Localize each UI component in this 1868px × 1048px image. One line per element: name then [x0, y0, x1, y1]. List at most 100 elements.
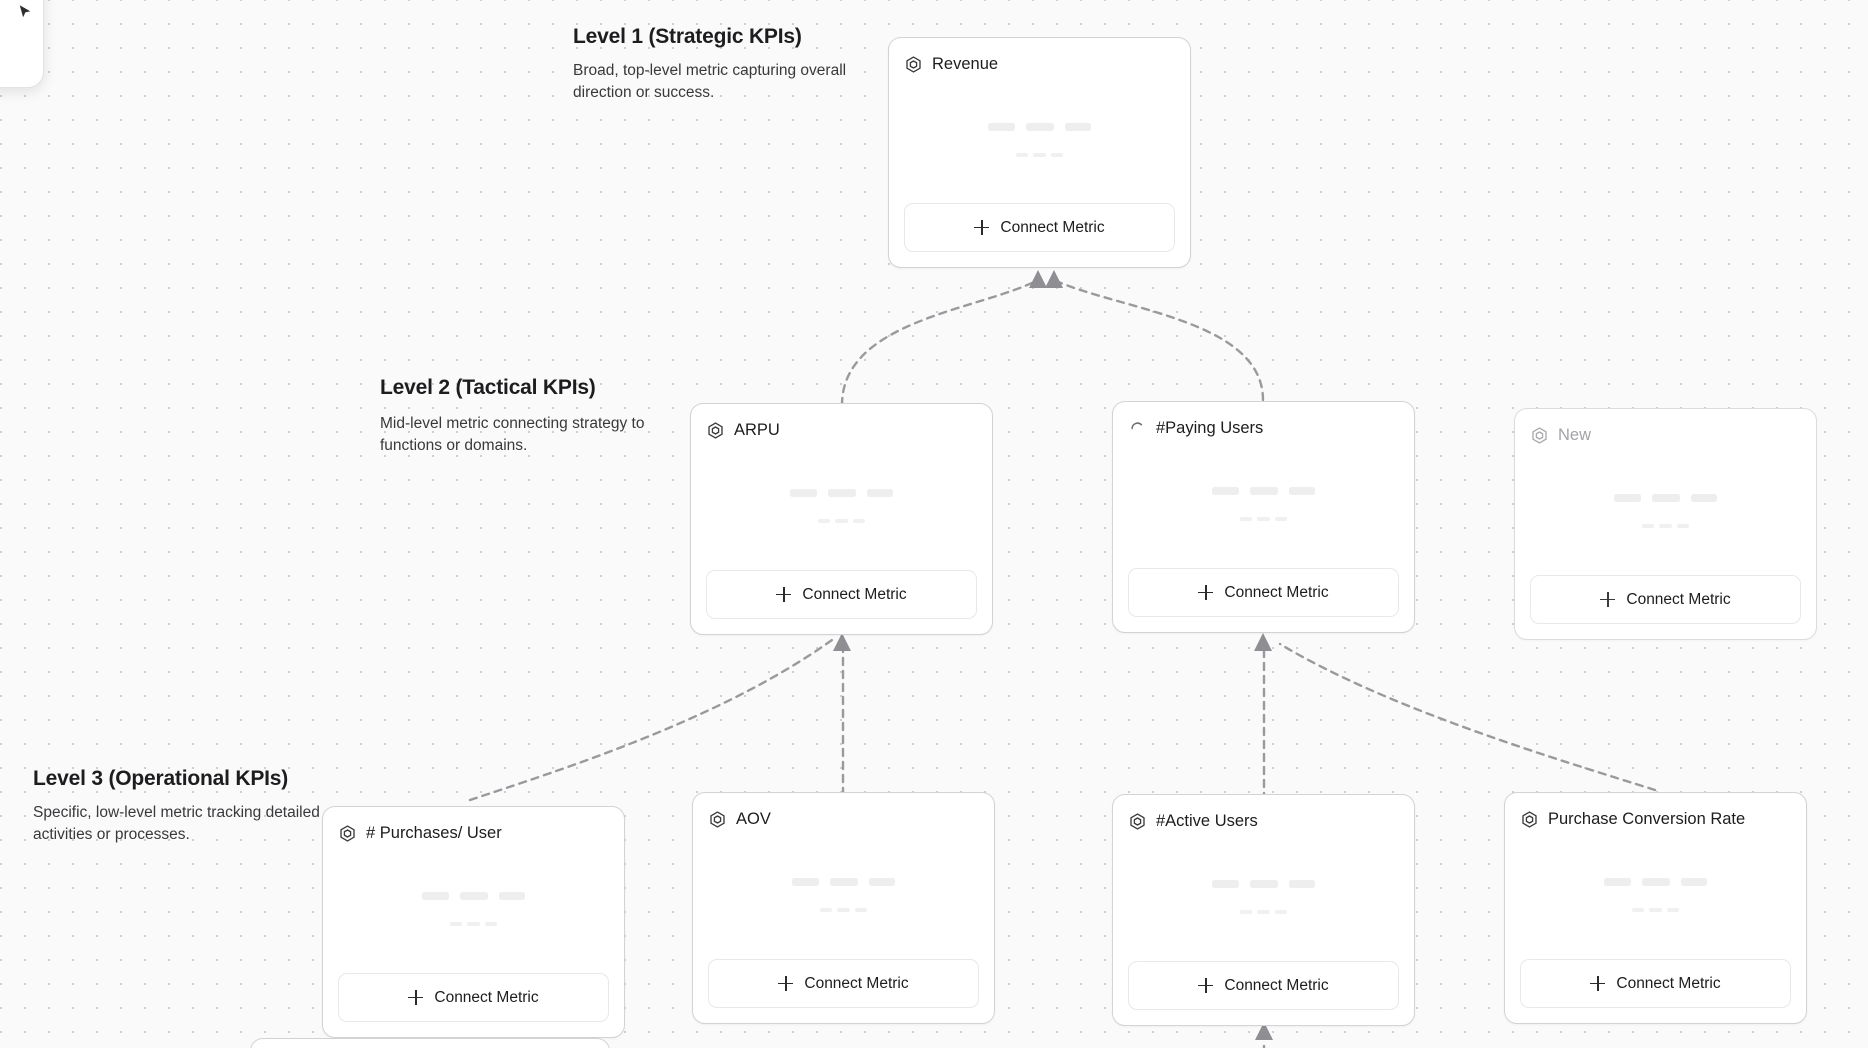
- level-1-label: Level 1 (Strategic KPIs) Broad, top-leve…: [573, 25, 873, 104]
- skeleton-bar: [867, 489, 893, 497]
- connect-metric-button[interactable]: Connect Metric: [1520, 959, 1791, 1008]
- level-2-description: Mid-level metric connecting strategy to …: [380, 415, 645, 454]
- plus-icon: [974, 220, 990, 235]
- arrowhead-arpu-a: [833, 633, 851, 651]
- spinner-icon: [1131, 421, 1143, 429]
- skeleton-bar: [1240, 517, 1252, 521]
- metric-card-partial-below[interactable]: [250, 1038, 610, 1048]
- skeleton-bar: [828, 489, 856, 497]
- hexagon-target-icon: [710, 810, 725, 828]
- skeleton-row-secondary: [1632, 908, 1679, 912]
- skeleton-row-secondary: [1240, 910, 1287, 914]
- card-title: # Purchases/ User: [366, 823, 502, 842]
- card-header: #Active Users: [1128, 809, 1399, 833]
- skeleton-row-secondary: [820, 908, 867, 912]
- card-header: Revenue: [904, 52, 1175, 76]
- card-placeholder-body: [708, 831, 979, 959]
- connect-metric-label: Connect Metric: [1224, 583, 1329, 601]
- skeleton-bar: [485, 922, 497, 926]
- edge-conversion-paying-users: [1278, 642, 1657, 792]
- card-title: Revenue: [932, 54, 999, 73]
- skeleton-bar: [853, 519, 865, 523]
- connect-metric-label: Connect Metric: [1224, 976, 1329, 994]
- metric-card-new[interactable]: New Connect Metric: [1514, 408, 1817, 640]
- skeleton-bar: [830, 878, 858, 886]
- connect-metric-label: Connect Metric: [434, 988, 539, 1006]
- skeleton-bar: [467, 922, 480, 926]
- level-1-title: Level 1 (Strategic KPIs): [573, 25, 802, 48]
- skeleton-bar: [855, 908, 867, 912]
- floating-toolbar-panel[interactable]: [0, 0, 44, 88]
- hexagon-target-icon: [1130, 812, 1145, 830]
- connect-metric-button[interactable]: Connect Metric: [706, 570, 977, 619]
- level-2-label: Level 2 (Tactical KPIs) Mid-level metric…: [380, 376, 680, 457]
- metric-card-purchases-per-user[interactable]: # Purchases/ User Connect Metric: [322, 806, 625, 1038]
- metric-card-paying-users[interactable]: #Paying Users Connect Metric: [1112, 401, 1415, 633]
- skeleton-bar: [1652, 494, 1680, 502]
- connect-metric-label: Connect Metric: [1000, 218, 1105, 236]
- skeleton-bar: [837, 908, 850, 912]
- arrowhead-paying-a: [1254, 633, 1272, 651]
- level-3-label: Level 3 (Operational KPIs) Specific, low…: [33, 767, 333, 846]
- hexagon-target-icon: [340, 824, 355, 842]
- hexagon-target-icon: [906, 55, 921, 73]
- card-header: #Paying Users: [1128, 416, 1399, 440]
- skeleton-bar: [1275, 910, 1287, 914]
- metric-card-revenue[interactable]: Revenue Connect Metric: [888, 37, 1191, 268]
- skeleton-bar: [790, 489, 817, 497]
- skeleton-bar: [1275, 517, 1287, 521]
- skeleton-row-secondary: [818, 519, 865, 523]
- plus-icon: [776, 587, 792, 602]
- connect-metric-button[interactable]: Connect Metric: [1128, 568, 1399, 617]
- skeleton-bar: [1677, 524, 1689, 528]
- skeleton-row-primary: [1212, 487, 1315, 495]
- skeleton-bar: [1642, 878, 1670, 886]
- plus-icon: [1198, 585, 1214, 600]
- level-2-title: Level 2 (Tactical KPIs): [380, 376, 596, 399]
- cursor-icon: [19, 5, 31, 18]
- skeleton-bar: [1667, 908, 1679, 912]
- metric-card-aov[interactable]: AOV Connect Metric: [692, 792, 995, 1024]
- connect-metric-button[interactable]: Connect Metric: [708, 959, 979, 1008]
- level-3-title: Level 3 (Operational KPIs): [33, 767, 289, 790]
- plus-icon: [1198, 978, 1214, 993]
- skeleton-bar: [1065, 122, 1091, 131]
- connect-metric-button[interactable]: Connect Metric: [1530, 575, 1801, 624]
- skeleton-row-secondary: [1642, 524, 1689, 528]
- skeleton-bar: [1681, 878, 1707, 886]
- skeleton-bar: [1257, 910, 1270, 914]
- edge-arpu-revenue: [840, 278, 1040, 407]
- card-header: ARPU: [706, 418, 977, 442]
- connect-metric-button[interactable]: Connect Metric: [338, 973, 609, 1022]
- skeleton-bar: [1649, 908, 1662, 912]
- skeleton-bar: [450, 922, 462, 926]
- metric-card-arpu[interactable]: ARPU Connect Metric: [690, 403, 993, 635]
- hexagon-target-icon: [1522, 810, 1537, 828]
- connect-metric-label: Connect Metric: [802, 585, 907, 603]
- level-1-description: Broad, top-level metric capturing overal…: [573, 62, 847, 101]
- skeleton-bar: [1289, 487, 1315, 495]
- card-title: #Active Users: [1156, 811, 1258, 830]
- card-placeholder-body: [706, 442, 977, 570]
- skeleton-bar: [1033, 152, 1046, 157]
- metric-card-purchase-conversion-rate[interactable]: Purchase Conversion Rate Connect Metric: [1504, 792, 1807, 1024]
- arrowhead-revenue-left: [1029, 270, 1047, 288]
- skeleton-bar: [792, 878, 819, 886]
- hexagon-target-icon: [708, 421, 723, 439]
- skeleton-bar: [1257, 517, 1270, 521]
- skeleton-bar: [1240, 910, 1252, 914]
- connect-metric-button[interactable]: Connect Metric: [904, 203, 1175, 252]
- metric-card-active-users[interactable]: #Active Users Connect Metric: [1112, 794, 1415, 1026]
- edge-paying-users-revenue: [1052, 278, 1265, 402]
- level-3-description: Specific, low-level metric tracking deta…: [33, 804, 320, 843]
- skeleton-row-primary: [422, 892, 525, 900]
- connect-metric-button[interactable]: Connect Metric: [1128, 961, 1399, 1010]
- skeleton-bar: [1016, 152, 1028, 157]
- skeleton-bar: [1212, 487, 1239, 495]
- skeleton-row-secondary: [1016, 152, 1063, 157]
- skeleton-bar: [818, 519, 830, 523]
- skeleton-bar: [820, 908, 832, 912]
- skeleton-bar: [988, 122, 1015, 131]
- plus-icon: [1590, 976, 1606, 991]
